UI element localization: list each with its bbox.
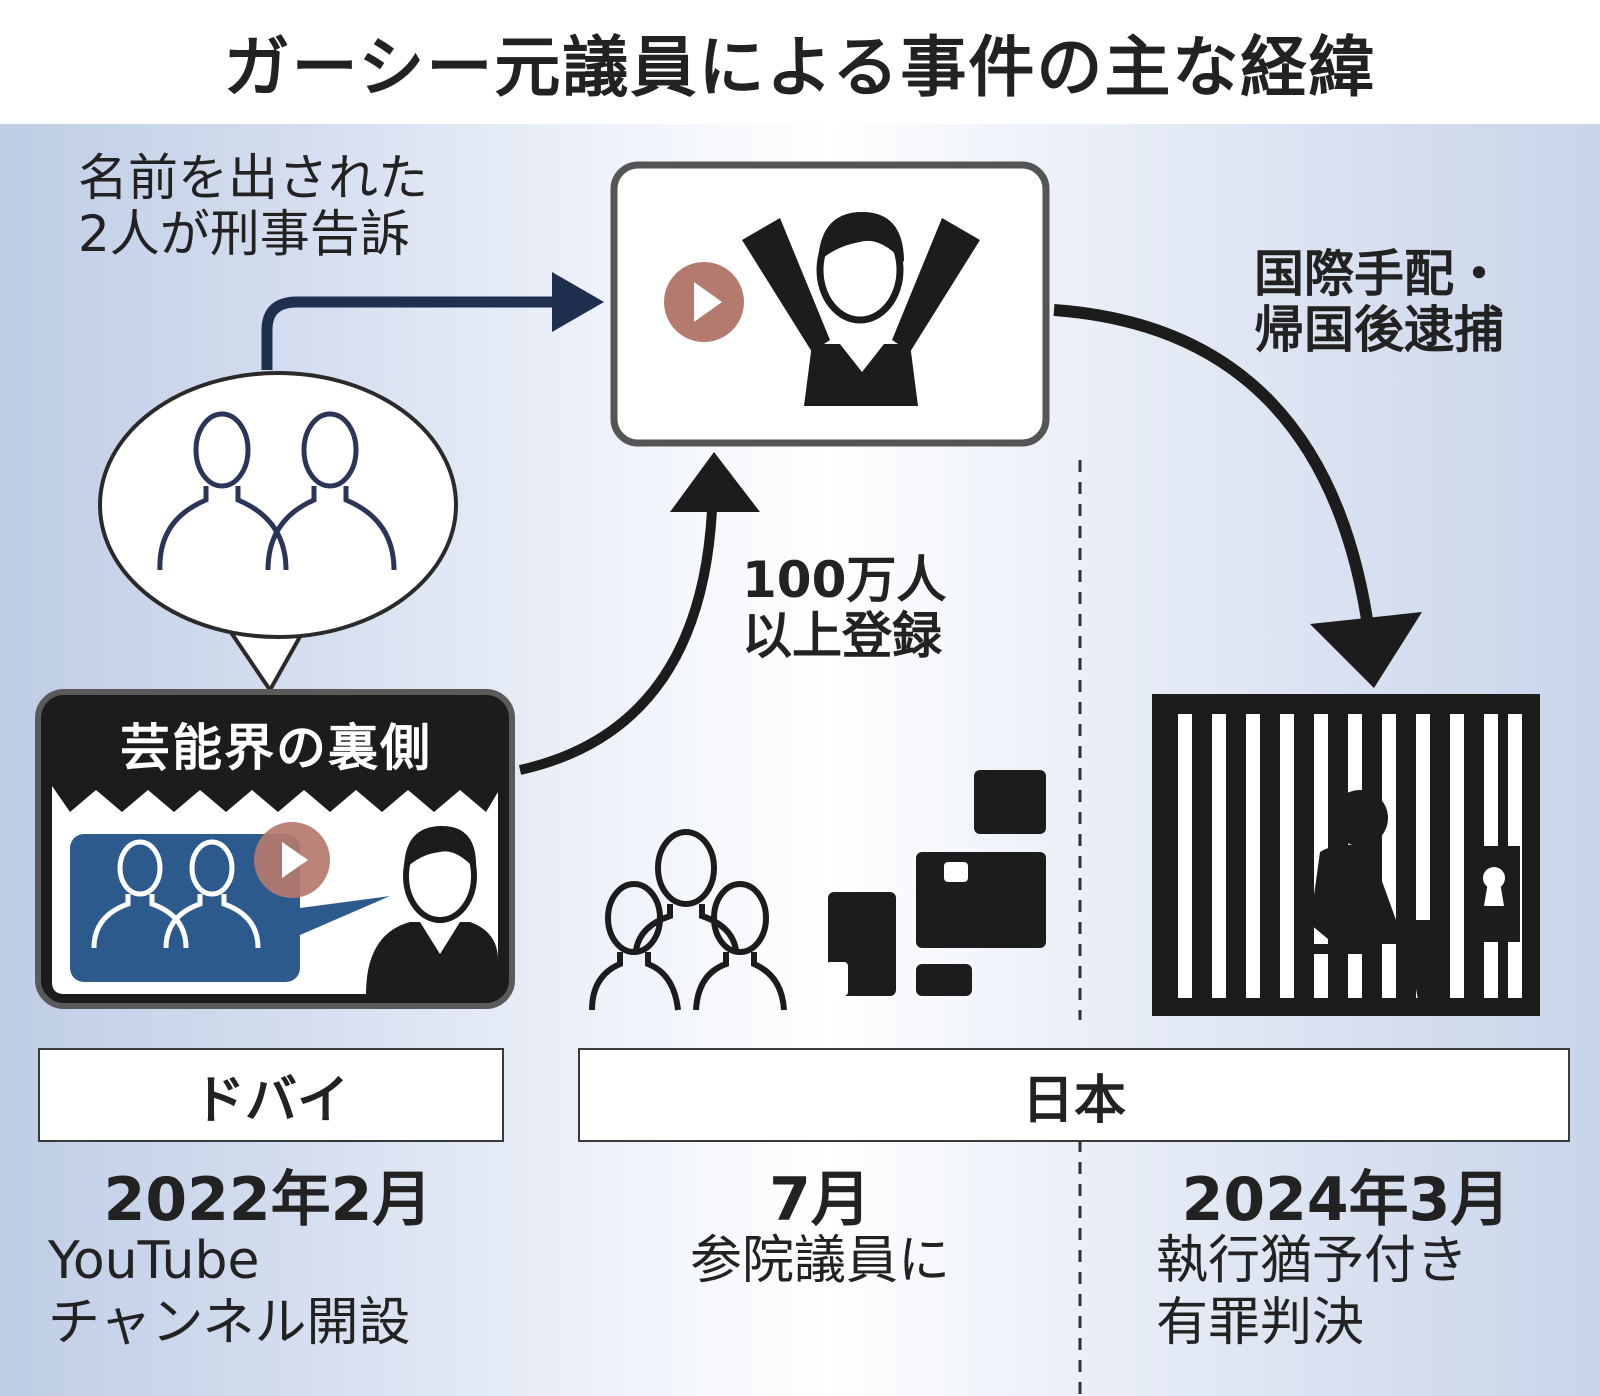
play-button-icon <box>664 262 744 342</box>
timeline-entry-2022: 2022年2月 YouTube チャンネル開設 <box>48 1165 433 1354</box>
jail-icon <box>1152 694 1540 1016</box>
location-japan: 日本 <box>578 1048 1570 1142</box>
suited-man-icon <box>366 826 498 994</box>
title-bar: ガーシー元議員による事件の主な経緯 <box>0 0 1600 124</box>
timeline-entry-july: 7月 参院議員に <box>689 1165 950 1291</box>
subscribers-arrow <box>518 452 760 775</box>
video-screen <box>610 161 1050 447</box>
crowd-icon <box>589 829 787 1011</box>
channel-frame <box>35 689 515 1009</box>
timeline-entry-2024: 2024年3月 執行猶予付き 有罪判決 <box>1156 1165 1511 1354</box>
two-people-small-icon <box>91 839 261 949</box>
location-dubai: ドバイ <box>38 1048 504 1142</box>
arrest-arrow <box>1053 304 1422 688</box>
speech-bubble <box>98 371 458 694</box>
subscribers-label: 100万人 以上登録 <box>742 551 947 665</box>
video-panel <box>70 834 300 982</box>
page-title: ガーシー元議員による事件の主な経緯 <box>223 29 1377 106</box>
complaint-label: 名前を出された 2人が刑事告訴 <box>78 149 428 263</box>
parliament-seats-icon <box>826 770 1046 996</box>
keyhole-icon <box>1468 846 1520 942</box>
play-button-small-icon <box>254 822 330 898</box>
complaint-arrow <box>261 272 604 370</box>
channel-tag: 芸能界の裏側 <box>120 719 432 777</box>
cheering-person-icon <box>742 212 980 406</box>
seated-prisoner-icon <box>1296 790 1440 1000</box>
arrest-label: 国際手配・ 帰国後逮捕 <box>1254 245 1504 359</box>
two-people-icon <box>157 411 397 571</box>
